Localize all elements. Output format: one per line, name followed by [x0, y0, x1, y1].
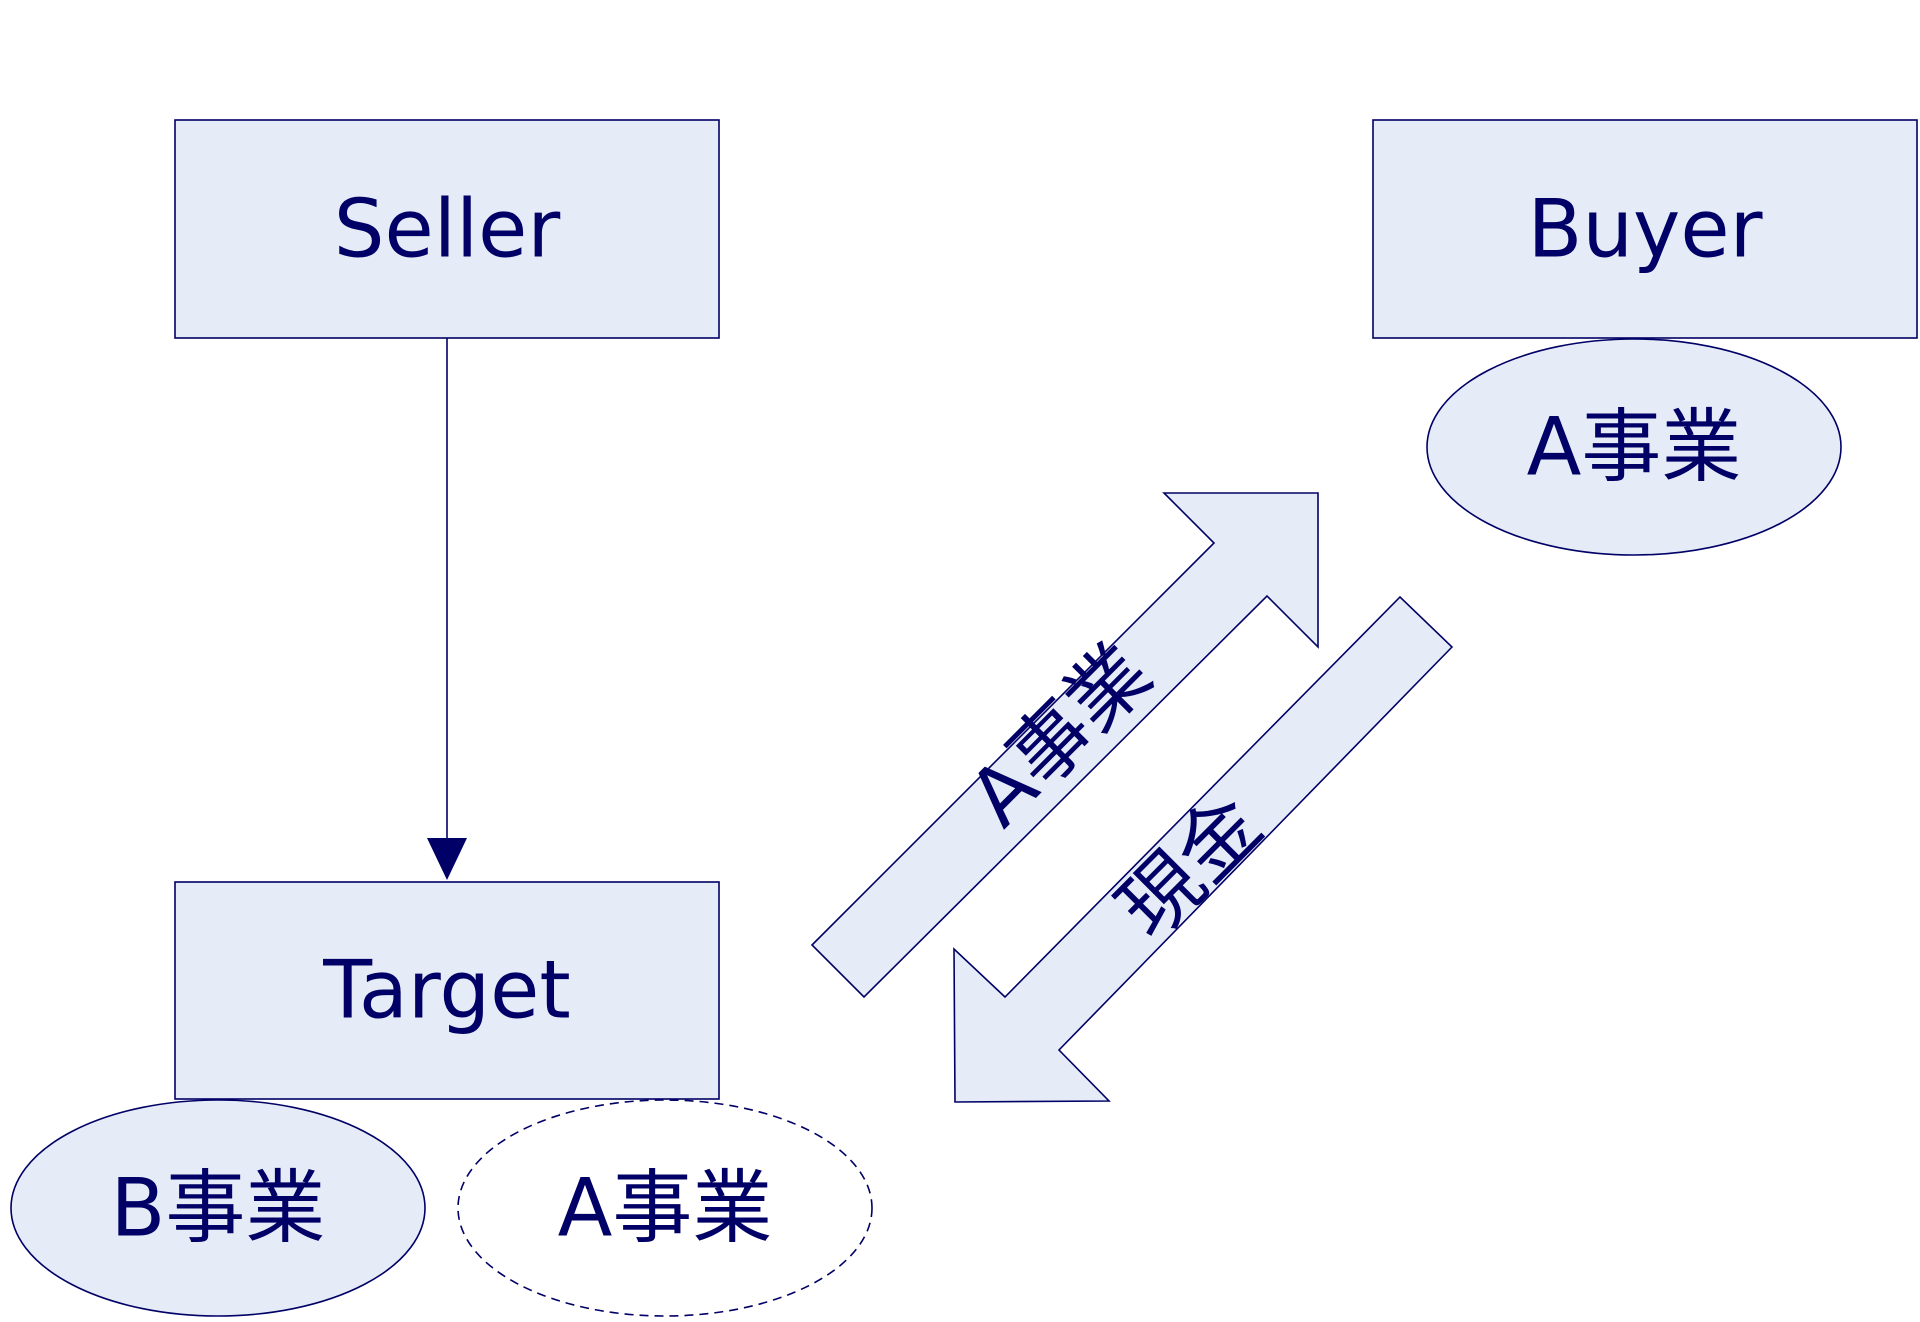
buyer-business-a-label: A事業 [1527, 401, 1742, 494]
target-node: Target [174, 881, 720, 1100]
target-business-a-label: A事業 [558, 1162, 773, 1255]
seller-node: Seller [174, 119, 720, 339]
cash-payment-arrow: 現金 [953, 595, 1454, 1103]
buyer-label: Buyer [1527, 183, 1762, 276]
target-business-b-label: B事業 [111, 1162, 326, 1255]
business-transfer-arrow: A事業 [810, 492, 1319, 999]
target-business-a-oval-dashed: A事業 [457, 1099, 873, 1317]
seller-label: Seller [334, 183, 561, 276]
target-business-b-oval: B事業 [10, 1099, 426, 1317]
buyer-node: Buyer [1372, 119, 1918, 339]
buyer-business-a-oval: A事業 [1426, 338, 1842, 556]
target-label: Target [322, 944, 571, 1037]
seller-to-target-connector [427, 338, 467, 880]
